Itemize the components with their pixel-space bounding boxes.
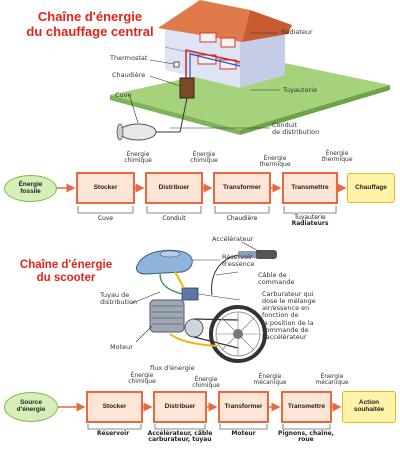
heating-energy-4: Énergie thermique [313, 150, 361, 164]
scooter-component-distribuer-line1: Accélérateur, câble [147, 430, 213, 437]
scooter-source: Source d'énergie [4, 392, 58, 422]
heating-energy-2: Énergie chimique [180, 151, 228, 165]
label-carburateur-line2: dose le mélange [262, 297, 316, 306]
scooter-component-reservoir: Réservoir [96, 430, 130, 437]
label-tuyau: Tuyau de distribution [100, 291, 138, 307]
scooter-brackets [87, 424, 331, 430]
scooter-step-stocker: Stocker [86, 391, 143, 423]
heating-chain-arrows [57, 183, 347, 193]
label-flux: flux d'énergie [150, 364, 195, 372]
label-tuyau-line2: distribution [100, 298, 138, 307]
scooter-component-transmettre-line1: Pignons, chaîne, [278, 430, 334, 437]
scooter-energy-3-line2: mécanique [253, 379, 287, 387]
scooter-title: Chaîne d'énergie du scooter [10, 259, 122, 285]
heating-title-line1: Chaîne d'énergie [37, 9, 143, 24]
label-reservoir: Réservoir d'essence [222, 253, 255, 269]
heating-energy-4-line2: thermique [321, 156, 353, 164]
heating-component-tuyauterie: Tuyauterie Radiateurs [278, 214, 342, 228]
scooter-component-transmettre-line2: roue [298, 436, 314, 444]
heating-component-tuyauterie-line1: Tuyauterie [294, 214, 326, 221]
heating-component-radiateurs: Radiateurs [291, 220, 329, 228]
label-cuve: Cuve [115, 91, 132, 99]
label-cable: Câble de commande [258, 271, 295, 287]
label-carburateur-line5: la position de la [262, 318, 314, 327]
heating-step-distribuer: Distribuer [145, 172, 203, 204]
label-reservoir-line1: Réservoir [222, 253, 253, 261]
heating-source-line2: fossile [20, 187, 41, 195]
heating-title-line2: du chauffage central [26, 23, 154, 39]
heating-energy-3-line2: thermique [259, 161, 291, 169]
heating-energy-1-line2: chimique [124, 157, 152, 165]
scooter-energy-1: Énergie chimique [118, 372, 166, 386]
scooter-energy-1-line1: Énergie [130, 372, 154, 379]
scooter-component-distribuer-line2: carburateur, tuyau [148, 436, 212, 444]
heating-energy-3: Énergie thermique [251, 155, 299, 169]
scooter-energy-3-line1: Énergie [258, 373, 282, 380]
heating-energy-1-line1: Énergie [126, 151, 150, 158]
heating-component-chaudiere: Chaudière [226, 215, 258, 222]
scooter-source-line1: Source [19, 399, 43, 407]
scooter-energy-4-line1: Énergie [320, 373, 344, 380]
label-tuyau-line1: Tuyau de [100, 291, 130, 299]
heating-component-cuve: Cuve [97, 215, 114, 222]
scooter-step-distribuer: Distribuer [153, 391, 207, 423]
scooter-energy-4-line2: mécanique [315, 379, 349, 387]
heating-component-conduit: Conduit [162, 215, 186, 222]
label-tuyauterie: Tuyauterie [283, 86, 318, 94]
label-carburateur-line1: Carburateur qui [262, 290, 314, 298]
scooter-step-transmettre: Transmettre [281, 391, 332, 423]
label-carburateur-line6: commande de [262, 325, 309, 334]
heating-energy-2-line1: Énergie [192, 151, 216, 158]
scooter-step-transformer: Transformer [218, 391, 269, 423]
label-carburateur: Carburateur qui dose le mélange air/esse… [262, 290, 316, 341]
label-carburateur-line4: fonction de [262, 311, 299, 320]
scooter-energy-2: Énergie chimique [182, 376, 230, 390]
scooter-goal: Action souhaitée [342, 391, 396, 423]
scooter-energy-2-line1: Énergie [194, 376, 218, 383]
label-radiateur: Radiateur [281, 28, 313, 36]
scooter-component-moteur: Moteur [231, 430, 256, 437]
label-thermostat: Thermostat [110, 54, 148, 62]
label-conduit-line1: Conduit [272, 121, 298, 129]
label-chaudiere: Chaudière [112, 71, 146, 79]
scooter-title-line2: du scooter [36, 272, 96, 285]
heating-energy-2-line2: chimique [190, 157, 218, 165]
scooter-goal-line2: souhaitée [353, 406, 385, 413]
heating-energy-4-line1: Énergie [325, 150, 349, 157]
scooter-goal-line1: Action [358, 399, 380, 407]
scooter-energy-1-line2: chimique [128, 378, 156, 386]
scooter-energy-2-line2: chimique [192, 382, 220, 390]
heating-energy-1: Énergie chimique [114, 151, 162, 165]
heating-step-stocker: Stocker [76, 172, 135, 204]
label-carburateur-line3: air/essence en [262, 304, 310, 313]
heating-source-line1: Énergie [18, 180, 43, 188]
scooter-component-transmettre: Pignons, chaîne, roue [270, 430, 342, 444]
scooter-title-line1: Chaîne d'énergie [19, 259, 113, 271]
heating-brackets [77, 206, 337, 214]
heating-step-transmettre: Transmettre [282, 172, 338, 204]
label-moteur: Moteur [110, 343, 133, 351]
label-carburateur-line7: l'accélérateur [262, 332, 307, 341]
heating-title: Chaîne d'énergie du chauffage central [6, 9, 174, 40]
heating-step-transformer: Transformer [213, 172, 271, 204]
label-cable-line1: Câble de [258, 271, 287, 279]
label-accelerateur: Accélérateur [212, 235, 254, 243]
house-illustration [110, 0, 390, 141]
scooter-chain-arrows [58, 402, 342, 412]
scooter-energy-4: Énergie mécanique [308, 373, 356, 387]
label-conduit: Conduit de distribution [272, 121, 320, 137]
heating-source: Énergie fossile [4, 175, 57, 202]
heating-energy-3-line1: Énergie [263, 155, 287, 162]
label-cable-line2: commande [258, 278, 295, 287]
scooter-illustration [129, 241, 277, 363]
heating-goal: Chauffage [347, 173, 395, 203]
scooter-component-distribuer: Accélérateur, câble carburateur, tuyau [140, 430, 220, 444]
label-reservoir-line2: d'essence [222, 260, 255, 269]
label-conduit-line2: de distribution [272, 128, 320, 137]
scooter-source-line2: d'énergie [16, 406, 46, 413]
scooter-energy-3: Énergie mécanique [246, 373, 294, 387]
